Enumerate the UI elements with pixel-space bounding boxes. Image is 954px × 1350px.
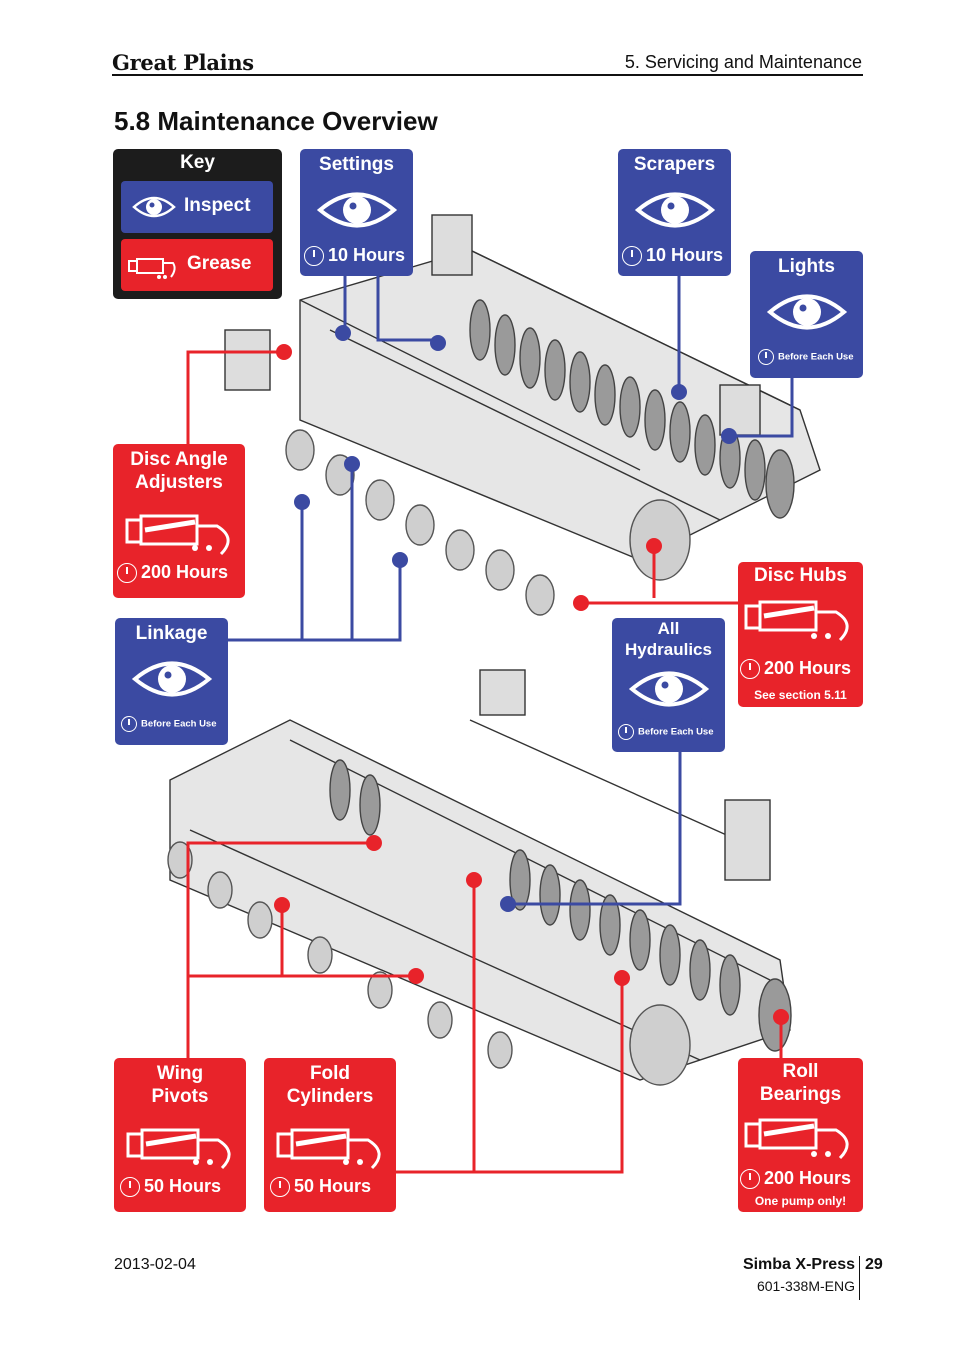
clock-icon: [618, 724, 634, 740]
clock-icon: [121, 716, 137, 732]
clock-icon: [270, 1177, 290, 1198]
all-hydraulics-interval: Before Each Use: [638, 726, 714, 738]
grease-gun-icon: [744, 600, 849, 642]
wing-pivots-callout: Wing Pivots 50 Hours: [114, 1058, 246, 1212]
settings-label: Settings: [319, 154, 394, 175]
grease-gun-icon: [128, 258, 176, 279]
all-hydraulics-callout: All Hydraulics Before Each Use: [612, 618, 725, 752]
disc-angle-label-line2: Adjusters: [135, 472, 223, 493]
fold-cylinders-callout: Fold Cylinders 50 Hours: [264, 1058, 396, 1212]
key-inspect-label: Inspect: [184, 195, 251, 216]
clock-icon: [740, 1169, 760, 1190]
lower-machine-drawing: [167, 669, 792, 1086]
scrapers-interval: 10 Hours: [646, 245, 724, 265]
settings-callout: Settings 10 Hours: [300, 149, 413, 276]
grease-gun-icon: [126, 1128, 231, 1170]
fold-cylinders-interval: 50 Hours: [294, 1176, 372, 1196]
disc-hubs-interval: 200 Hours: [764, 658, 852, 678]
linkage-label: Linkage: [135, 623, 208, 644]
roll-bearings-label-line2: Bearings: [759, 1084, 842, 1105]
roll-bearings-label-line1: Roll: [782, 1061, 819, 1082]
wing-pivots-interval: 50 Hours: [144, 1176, 222, 1196]
clock-icon: [740, 659, 760, 680]
scrapers-label: Scrapers: [633, 154, 716, 175]
footer-model: Simba X-Press: [742, 1256, 855, 1273]
eye-icon: [634, 192, 716, 228]
roll-bearings-callout: Roll Bearings 200 Hours One pump only!: [738, 1058, 863, 1212]
key-inspect: Inspect: [121, 181, 273, 233]
roll-bearings-interval: 200 Hours: [764, 1168, 852, 1188]
disc-angle-interval: 200 Hours: [141, 562, 229, 582]
page-number: 29: [865, 1256, 883, 1273]
roll-bearings-note: One pump only!: [754, 1194, 847, 1208]
footer-date: 2013-02-04: [114, 1256, 196, 1273]
section-title: 5. Servicing and Maintenance: [624, 52, 862, 72]
clock-icon: [120, 1177, 140, 1198]
lights-interval: Before Each Use: [778, 351, 854, 363]
key-grease: Grease: [121, 239, 273, 291]
settings-interval: 10 Hours: [328, 245, 406, 265]
eye-icon: [132, 196, 176, 218]
all-hydraulics-label-line2: Hydraulics: [625, 640, 712, 659]
eye-icon: [628, 671, 710, 707]
wing-pivots-label-line2: Pivots: [151, 1086, 209, 1107]
brand-logo: Great Plains: [112, 50, 254, 75]
disc-hubs-callout: Disc Hubs 200 Hours See section 5.11: [738, 562, 863, 707]
grease-gun-icon: [744, 1118, 849, 1160]
eye-icon: [766, 294, 848, 330]
upper-machine-drawing: [224, 214, 821, 616]
eye-icon: [131, 661, 213, 697]
key-grease-label: Grease: [187, 253, 252, 274]
clock-icon: [622, 246, 642, 267]
fold-cylinders-label-line1: Fold: [309, 1063, 351, 1084]
clock-icon: [304, 246, 324, 267]
lights-callout: Lights Before Each Use: [750, 251, 863, 378]
scrapers-callout: Scrapers 10 Hours: [618, 149, 731, 276]
key-title: Key: [180, 152, 215, 173]
header-rule: [112, 74, 863, 76]
disc-hubs-note: See section 5.11: [754, 688, 847, 702]
disc-angle-label-line1: Disc Angle: [130, 449, 228, 470]
page-title: 5.8 Maintenance Overview: [114, 106, 438, 136]
grease-gun-icon: [276, 1128, 381, 1170]
legend-key: Key Inspect Grease: [113, 149, 282, 299]
linkage-interval: Before Each Use: [141, 718, 217, 730]
eye-icon: [316, 192, 398, 228]
disc-hubs-label: Disc Hubs: [754, 565, 847, 586]
clock-icon: [758, 349, 774, 365]
clock-icon: [117, 563, 137, 584]
wing-pivots-label-line1: Wing: [156, 1063, 204, 1084]
footer-divider: [859, 1256, 860, 1300]
disc-angle-adjusters-callout: Disc Angle Adjusters 200 Hours: [113, 444, 245, 598]
document-code: 601-338M-ENG: [756, 1278, 855, 1294]
all-hydraulics-label-line1: All: [657, 619, 680, 638]
lights-label: Lights: [778, 256, 835, 277]
linkage-callout: Linkage Before Each Use: [115, 618, 228, 745]
grease-gun-icon: [125, 514, 230, 556]
fold-cylinders-label-line2: Cylinders: [286, 1086, 374, 1107]
